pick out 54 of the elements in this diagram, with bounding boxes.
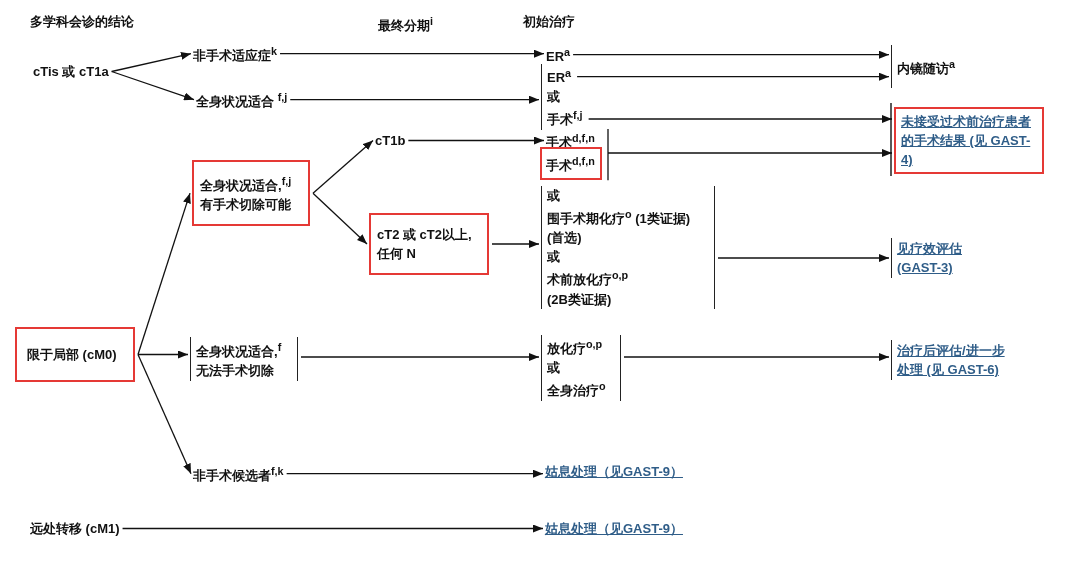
link-text: 姑息处理（见GAST-9） [545, 519, 683, 538]
arrow [572, 50, 890, 59]
highlight-box: 全身状况适合,$^{f,j}$ 有手术切除可能 [192, 160, 310, 227]
treatment-text: 或 [547, 248, 561, 267]
treatment-text: 放化疗$^{o,p}$ [547, 337, 604, 359]
treatment-text: 或 [547, 187, 561, 205]
arrow [289, 95, 540, 104]
stage-text: cT1b [375, 131, 406, 150]
arrow [137, 350, 189, 359]
arrow [576, 72, 890, 81]
arrow [623, 353, 890, 361]
stage-text: cTis 或 cT1a [33, 62, 109, 81]
arrow [407, 136, 545, 145]
bracket-group [541, 64, 583, 130]
highlight-box: 限于局部 (cM0) [15, 327, 135, 382]
arrow [137, 353, 192, 475]
highlight-box: cT2 或 cT2以上, 任何 N [369, 213, 489, 275]
stage-text: ER$^{a}$ [546, 43, 571, 67]
bracket-text: 全身状况适合,$^{f}$ 无法手术切除 [190, 337, 298, 382]
treatment-text: 围手术期化疗$^{o}$ (1类证据) (首选) [547, 207, 692, 248]
arrow [111, 51, 192, 73]
treatment-text: ER$^{a}$ [547, 66, 573, 88]
treatment-text: 或 [547, 359, 561, 378]
highlighted-link: 未接受过术前治疗患者的手术结果 (见 GAST-4) [894, 107, 1044, 174]
stage-text: 全身状况适合 $^{f,j}$ [196, 88, 288, 112]
arrow [607, 128, 893, 181]
arrow [717, 254, 890, 262]
arrow [286, 469, 544, 478]
arrow [137, 192, 191, 356]
column-heading: 初始治疗 [523, 13, 575, 31]
treatment-text: 术前放化疗$^{o,p}$ (2B类证据) [547, 268, 630, 309]
highlight-box: 手术$^{d,f,n}$ [540, 147, 602, 181]
arrow [491, 240, 540, 248]
link-text: 见疗效评估 (GAST-3) [891, 238, 977, 278]
treatment-text: 全身治疗$^{o}$ [547, 379, 607, 401]
arrow [588, 115, 893, 123]
arrow [312, 139, 374, 194]
treatment-text: 手术$^{f,j}$ [547, 108, 583, 130]
arrow [121, 524, 544, 533]
arrow [111, 70, 195, 101]
bracket-group [541, 335, 621, 401]
link-text: 姑息处理（见GAST-9） [545, 462, 683, 481]
arrow [279, 49, 545, 58]
bracket-group [541, 186, 715, 309]
bracket-text: 内镜随访$^{a}$ [891, 45, 956, 89]
column-heading: 多学科会诊的结论 [30, 13, 134, 31]
stage-text: 非手术适应症$^{k}$ [193, 42, 278, 66]
treatment-text: 或 [547, 88, 561, 107]
arrow [300, 353, 540, 361]
stage-text: 远处转移 (cM1) [30, 519, 120, 538]
arrow [312, 192, 368, 245]
link-text: 治疗后评估/进一步处理 (见 GAST-6) [891, 340, 1015, 380]
stage-text: 非手术候选者$^{f,k}$ [193, 462, 284, 486]
column-heading: 最终分期$^{i}$ [378, 14, 433, 36]
